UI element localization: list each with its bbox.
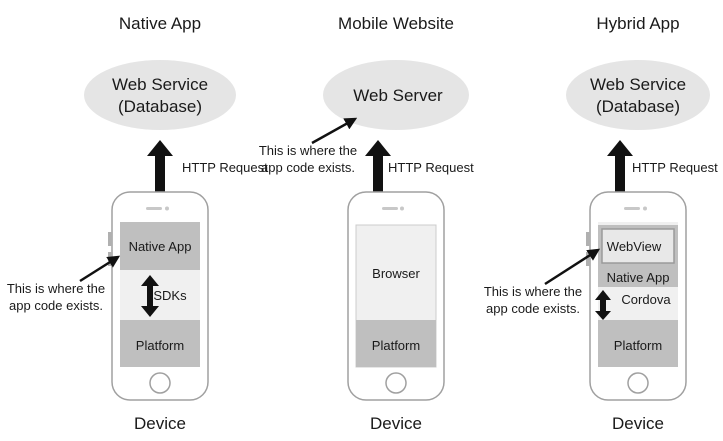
platform-box xyxy=(598,320,678,367)
sdks-box xyxy=(120,270,200,320)
column-title: Mobile Website xyxy=(338,14,454,33)
http-request-label: HTTP Request xyxy=(388,160,474,175)
code-note-arrow xyxy=(311,117,358,145)
code-note-line2: app code exists. xyxy=(9,298,103,313)
device-label: Device xyxy=(612,414,664,433)
code-note-line1: This is where the xyxy=(259,143,357,158)
column-hybrid-app: Hybrid App Web Service (Database) HTTP R… xyxy=(484,14,718,433)
native-app-box-label: Native App xyxy=(607,270,670,285)
code-note-line1: This is where the xyxy=(7,281,105,296)
sdks-box-label: SDKs xyxy=(153,288,187,303)
cordova-label: Cordova xyxy=(621,292,671,307)
home-button xyxy=(149,372,171,394)
device-label: Device xyxy=(370,414,422,433)
code-note-line1: This is where the xyxy=(484,284,582,299)
browser-box-label: Browser xyxy=(372,266,420,281)
native-app-strip xyxy=(598,267,678,287)
code-note-arrow xyxy=(544,248,601,286)
webview-box-label: WebView xyxy=(607,239,662,254)
native-app-box xyxy=(120,222,200,270)
http-request-label: HTTP Request xyxy=(632,160,718,175)
device-label: Device xyxy=(134,414,186,433)
cloud-label-line1: Web Service xyxy=(590,75,686,94)
column-title: Hybrid App xyxy=(596,14,679,33)
sdk-arrow xyxy=(141,275,159,317)
code-note-line2: app code exists. xyxy=(486,301,580,316)
platform-box-label: Platform xyxy=(614,338,662,353)
phone-device xyxy=(347,191,445,401)
home-button xyxy=(385,372,407,394)
web-service-cloud xyxy=(566,60,710,130)
cloud-label-line2: (Database) xyxy=(118,97,202,116)
home-button xyxy=(627,372,649,394)
native-app-box-label: Native App xyxy=(129,239,192,254)
web-server-cloud xyxy=(323,60,469,130)
column-title: Native App xyxy=(119,14,201,33)
cloud-label: Web Server xyxy=(353,86,443,105)
web-service-cloud xyxy=(84,60,236,130)
webview-box xyxy=(601,228,675,264)
platform-box-label: Platform xyxy=(136,338,184,353)
cordova-arrow xyxy=(595,290,611,320)
http-request-label: HTTP Request xyxy=(182,160,268,175)
platform-box-label: Platform xyxy=(372,338,420,353)
platform-box xyxy=(120,320,200,367)
platform-box xyxy=(356,320,436,367)
cloud-label-line2: (Database) xyxy=(596,97,680,116)
column-mobile-website: Mobile Website Web Server HTTP Request T… xyxy=(259,14,474,433)
code-note-arrow xyxy=(79,255,121,283)
code-note-line2: app code exists. xyxy=(261,160,355,175)
column-native-app: Native App Web Service (Database) HTTP R… xyxy=(7,14,268,433)
cloud-label-line1: Web Service xyxy=(112,75,208,94)
